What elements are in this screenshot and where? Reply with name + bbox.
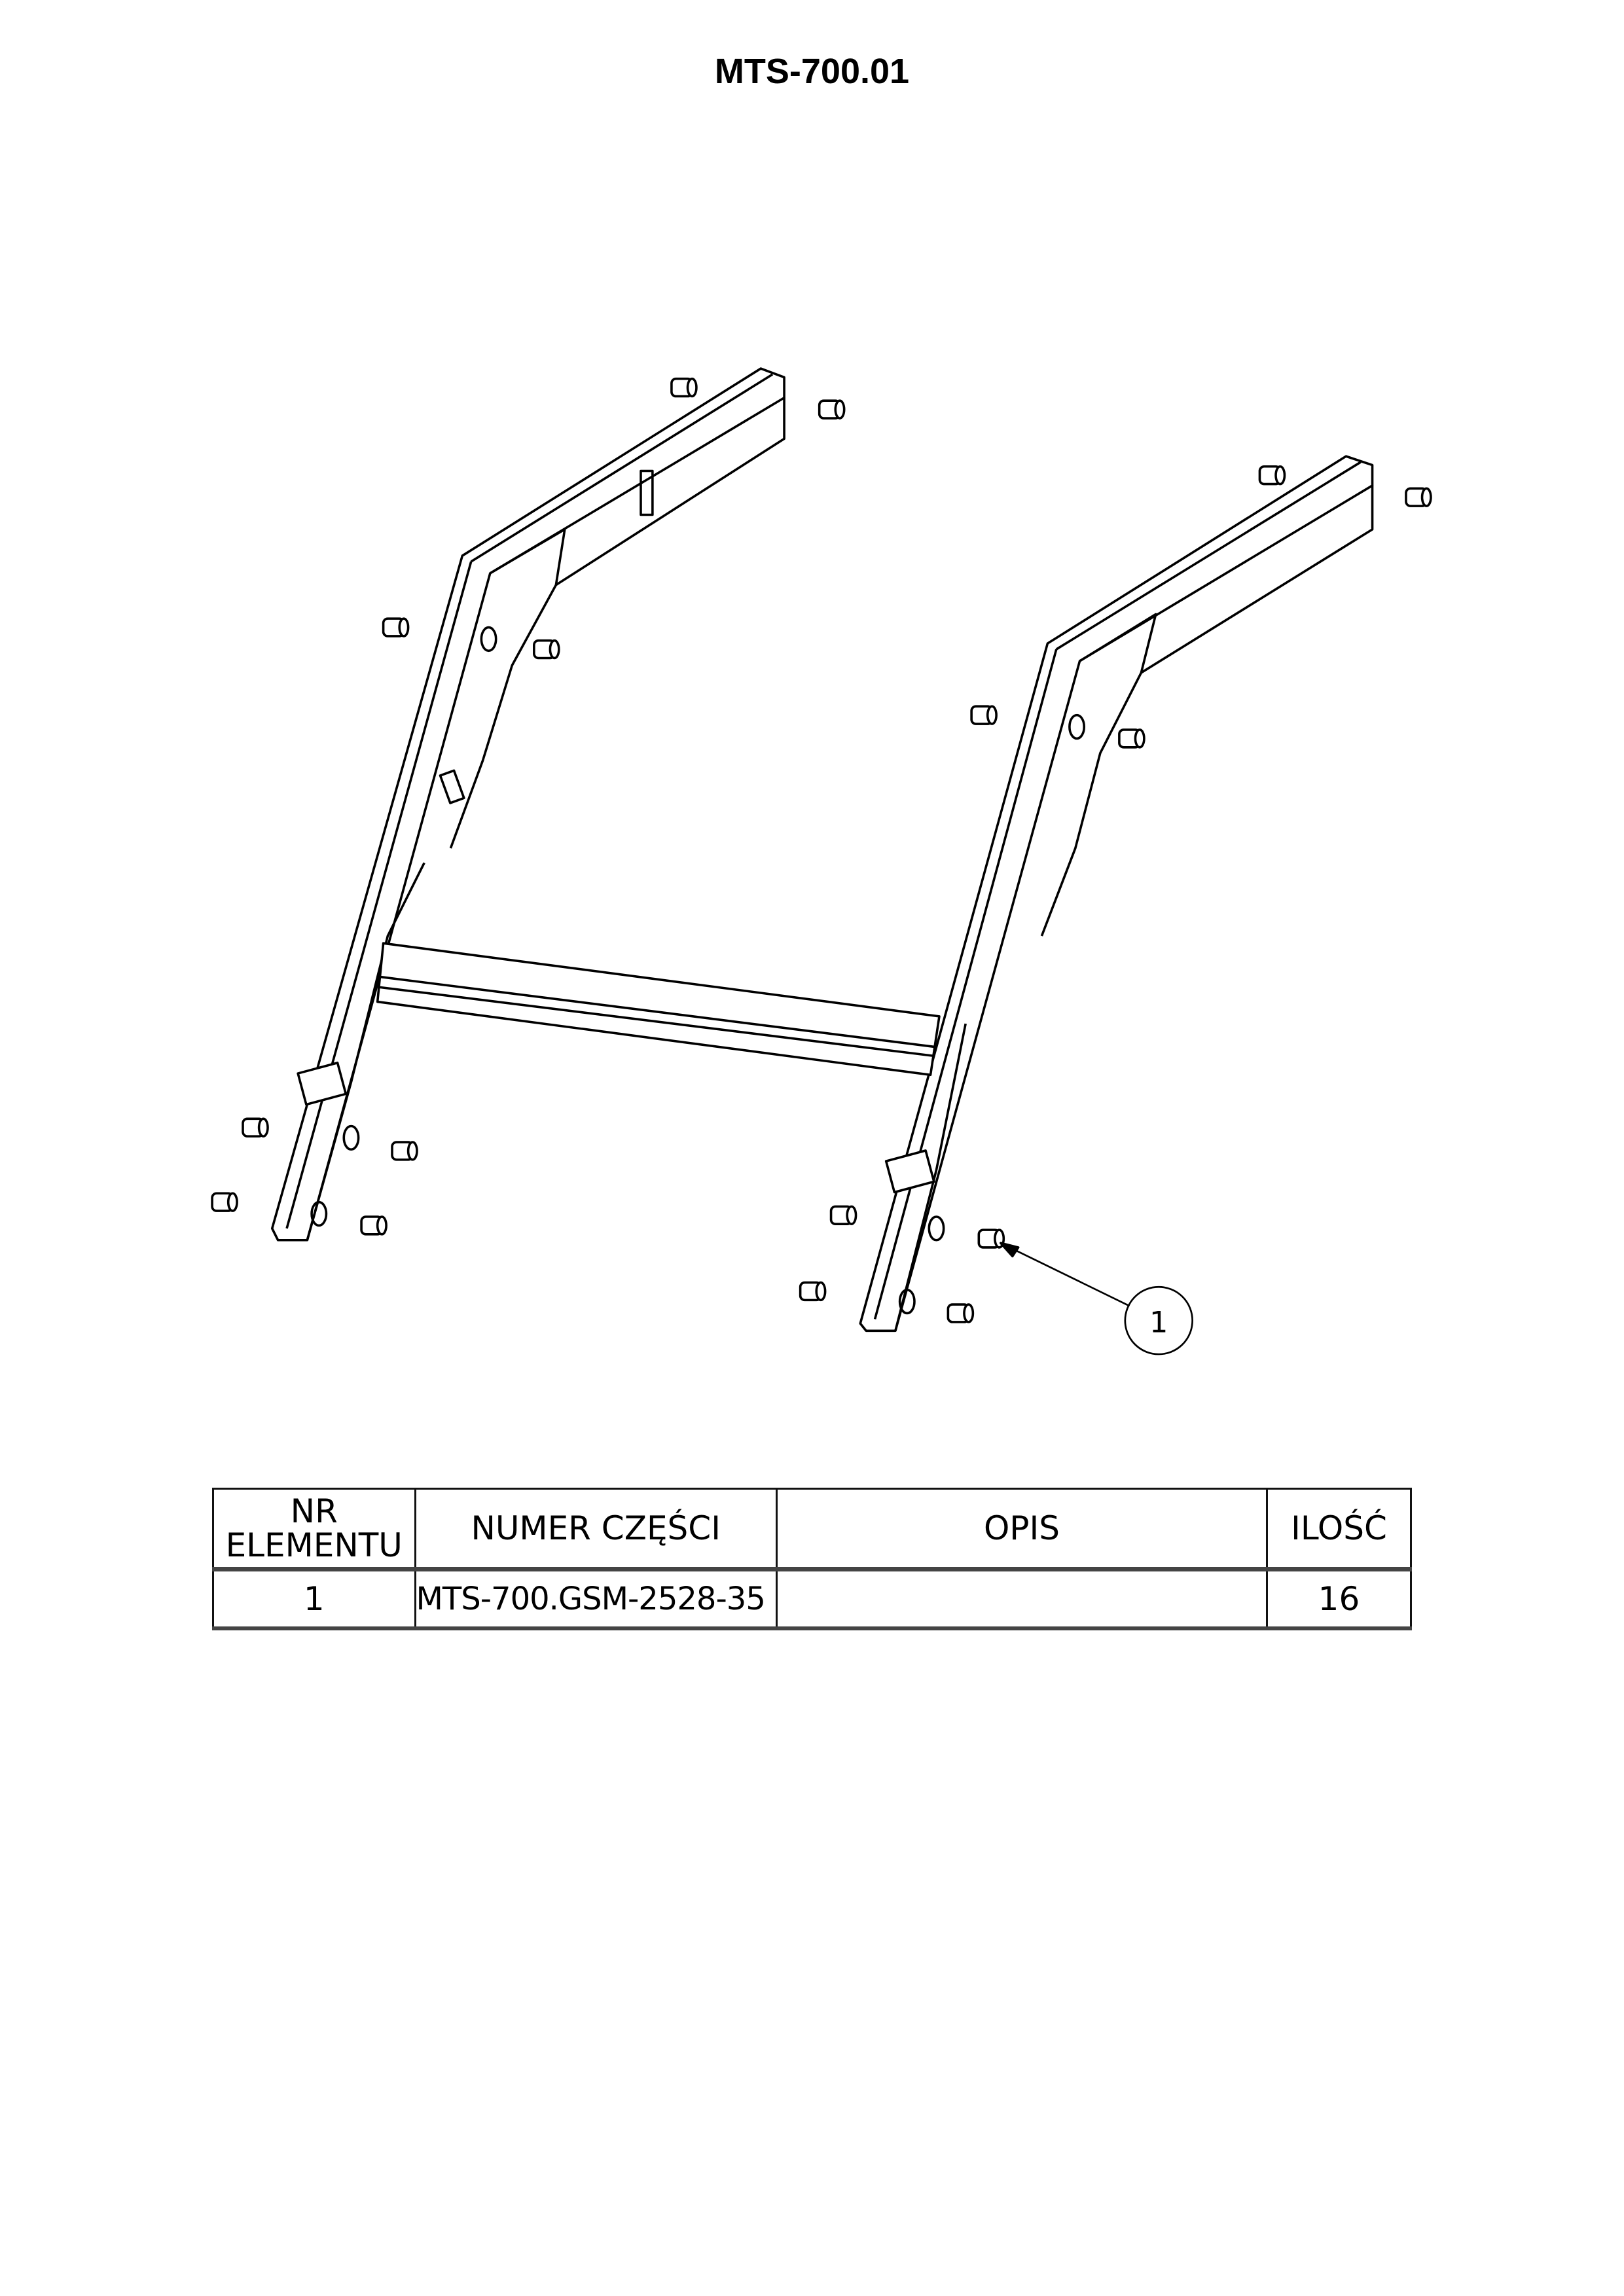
cell-part-number: MTS-700.GSM-2528-35	[414, 1568, 778, 1630]
cell-description	[775, 1568, 1268, 1630]
balloon-leader	[1003, 1244, 1130, 1307]
header-description: OPIS	[775, 1488, 1268, 1570]
header-quantity: ILOŚĆ	[1265, 1488, 1413, 1570]
table-row: 1 MTS-700.GSM-2528-35 16	[212, 1568, 1413, 1630]
cell-quantity: 16	[1265, 1568, 1413, 1630]
right-arm	[859, 455, 1374, 1333]
header-part-number: NUMER CZĘŚCI	[414, 1488, 778, 1570]
bushings	[211, 377, 1432, 1323]
cell-item-number: 1	[212, 1568, 416, 1630]
item-balloon	[1124, 1285, 1193, 1355]
document-title: MTS-700.01	[714, 52, 910, 91]
left-arm	[270, 367, 785, 1242]
balloon-label: 1	[1149, 1306, 1168, 1340]
cross-beam	[376, 942, 941, 1077]
